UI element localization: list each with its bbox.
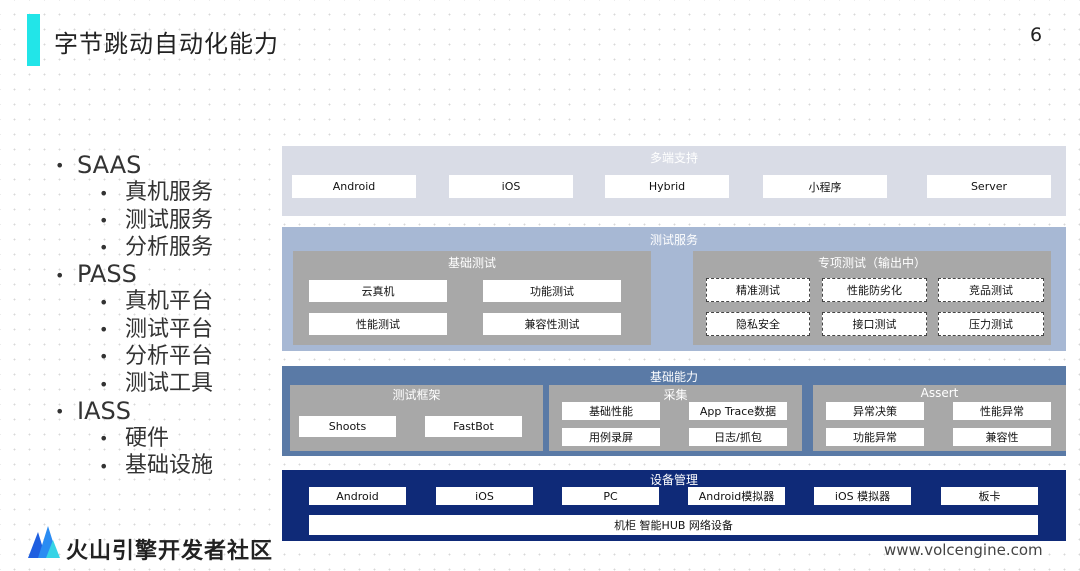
platform-hybrid: Hybrid [605,175,729,198]
item-base-perf: 基础性能 [562,402,660,420]
item-stress-test: 压力测试 [938,312,1044,336]
platform-ios: iOS [449,175,573,198]
logo-text: 火山引擎开发者社区 [66,539,274,564]
site-url: www.volcengine.com [884,541,1043,559]
item-perf-anomaly: 性能异常 [953,402,1051,420]
item-func-anomaly: 功能异常 [826,428,924,446]
layer-multi-platform: 多端支持 Android iOS Hybrid 小程序 Server [282,146,1066,216]
slide-title: 字节跳动自动化能力 [54,30,279,58]
bullet-list: •SAAS •真机服务 •测试服务 •分析服务 •PASS •真机平台 •测试平… [55,151,214,480]
bullet-sub: •测试服务 [99,207,214,233]
device-board: 板卡 [941,487,1038,505]
bullet-sub: •分析服务 [99,234,214,260]
title-accent-bar [27,14,40,66]
bullet-sub: •测试平台 [99,316,214,342]
group-title: Assert [920,386,959,400]
layer-title: 设备管理 [649,473,698,487]
item-privacy-security: 隐私安全 [706,312,810,336]
group-title: 基础测试 [447,256,496,270]
platform-mini-program: 小程序 [763,175,887,198]
item-performance-test: 性能测试 [309,313,447,335]
layer-test-service: 测试服务 基础测试 云真机 功能测试 性能测试 兼容性测试 专项测试（输出中） … [282,227,1066,351]
bullet-sub: •真机平台 [99,289,214,315]
layer-title: 基础能力 [649,370,698,384]
item-api-test: 接口测试 [822,312,927,336]
group-basic-test: 基础测试 云真机 功能测试 性能测试 兼容性测试 [293,251,651,345]
group-assert: Assert 异常决策 性能异常 功能异常 兼容性 [813,385,1066,451]
platform-server: Server [927,175,1051,198]
item-fastbot: FastBot [425,416,522,437]
device-ios: iOS [436,487,533,505]
group-special-test: 专项测试（输出中） 精准测试 性能防劣化 竞品测试 隐私安全 接口测试 压力测试 [693,251,1051,345]
layer-base-capability: 基础能力 测试框架 Shoots FastBot 采集 基础性能 App Tra… [282,366,1066,456]
group-title: 测试框架 [392,388,441,402]
layer-title: 测试服务 [649,233,698,247]
item-competitor-test: 竞品测试 [938,278,1044,302]
group-title: 采集 [663,388,688,402]
bullet-pass: •PASS [55,260,137,289]
item-compat-test: 兼容性测试 [483,313,621,335]
device-android: Android [309,487,406,505]
group-title: 专项测试（输出中） [817,256,926,270]
item-cloud-device: 云真机 [309,280,447,302]
bullet-sub: •硬件 [99,425,170,451]
bullet-sub: •基础设施 [99,453,214,479]
layer-device-mgmt: 设备管理 Android iOS PC Android模拟器 iOS 模拟器 板… [282,470,1066,541]
item-perf-regression: 性能防劣化 [822,278,927,302]
item-shoots: Shoots [299,416,396,437]
device-pc: PC [562,487,659,505]
platform-android: Android [292,175,416,198]
page-number: 6 [1030,24,1043,46]
bullet-saas: •SAAS [55,151,142,179]
device-infra-row: 机柜 智能HUB 网络设备 [309,515,1038,535]
item-precise-test: 精准测试 [706,278,810,302]
item-case-recording: 用例录屏 [562,428,660,446]
volcengine-logo-icon [28,526,60,558]
item-anomaly-decision: 异常决策 [826,402,924,420]
device-android-emulator: Android模拟器 [688,487,785,505]
group-test-framework: 测试框架 Shoots FastBot [290,385,543,451]
group-collect: 采集 基础性能 App Trace数据 用例录屏 日志/抓包 [549,385,802,451]
item-app-trace: App Trace数据 [689,402,787,420]
bullet-sub: •测试工具 [99,371,214,397]
bullet-sub: •真机服务 [99,180,214,206]
bullet-sub: •分析平台 [99,344,214,370]
device-ios-simulator: iOS 模拟器 [814,487,911,505]
item-functional-test: 功能测试 [483,280,621,302]
item-log-capture: 日志/抓包 [689,428,787,446]
layer-title: 多端支持 [649,151,698,165]
bullet-iass: •IASS [55,396,131,425]
item-compatibility: 兼容性 [953,428,1051,446]
